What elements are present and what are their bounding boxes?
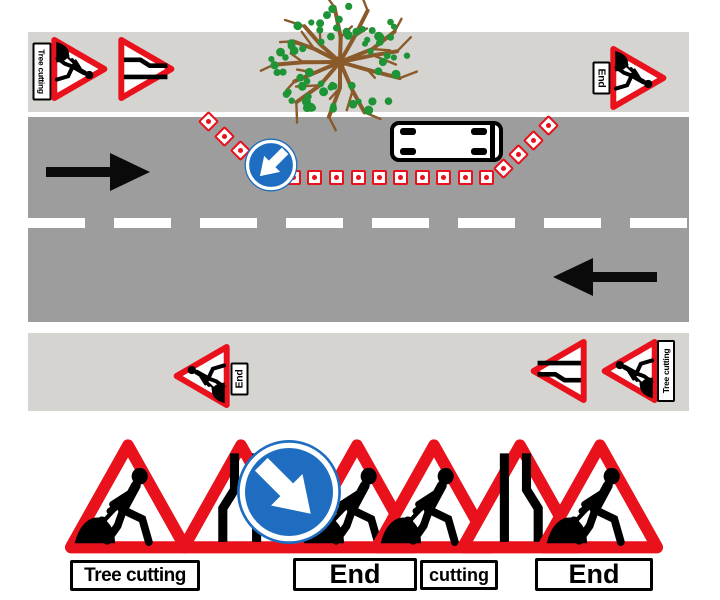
vehicle-wheel: [400, 148, 416, 155]
center-dashed-line: [28, 218, 689, 228]
end-plate: End: [230, 362, 249, 396]
roadworks-sign: [600, 338, 658, 404]
traffic-cone: [435, 169, 451, 185]
roadworks-sign: [51, 36, 109, 102]
traffic-cone: [350, 169, 366, 185]
vehicle-wheel: [471, 148, 487, 155]
plate-text: End: [568, 559, 620, 589]
tree-cutting-plate: Tree cutting: [657, 340, 675, 402]
plate-text: Tree cutting: [661, 348, 671, 394]
works-vehicle: [390, 121, 503, 162]
road-narrows-sign: [118, 36, 176, 102]
plate-text: cutting: [429, 564, 489, 585]
vehicle-wheel: [400, 128, 416, 135]
plate-text: End: [595, 68, 608, 88]
plate-text: Tree cutting: [37, 49, 47, 94]
roadworks-sign: [610, 45, 668, 111]
vehicle-wheel: [471, 128, 487, 135]
traffic-cone: [414, 169, 430, 185]
end-plate: End: [592, 61, 611, 95]
end-plate: End: [293, 558, 417, 591]
plate-text: End: [233, 369, 246, 389]
keep-right-sign: [236, 439, 342, 545]
roadworks-sign: [172, 343, 230, 409]
traffic-cone: [328, 169, 344, 185]
traffic-cone: [392, 169, 408, 185]
traffic-cone: [306, 169, 322, 185]
roadworks-sign: [63, 436, 193, 554]
keep-left-sign: [244, 138, 298, 192]
plate-text: End: [329, 559, 381, 589]
vehicle-cab-divider: [490, 125, 495, 158]
traffic-arrow-right-icon: [46, 153, 150, 191]
traffic-cone: [457, 169, 473, 185]
tree-cutting-plate: Tree cutting: [32, 42, 52, 101]
cutting-plate: cutting: [420, 560, 498, 590]
end-plate: End: [535, 558, 653, 591]
traffic-arrow-left-icon: [553, 258, 657, 296]
lower-verge: [28, 333, 689, 411]
tree-cutting-plate: Tree cutting: [70, 560, 200, 591]
traffic-cone: [371, 169, 387, 185]
plate-text: Tree cutting: [84, 564, 186, 586]
traffic-cone: [478, 169, 494, 185]
tree-icon: [259, 0, 418, 132]
roadworks-sign: [535, 436, 665, 554]
road-narrows-sign: [529, 338, 587, 404]
